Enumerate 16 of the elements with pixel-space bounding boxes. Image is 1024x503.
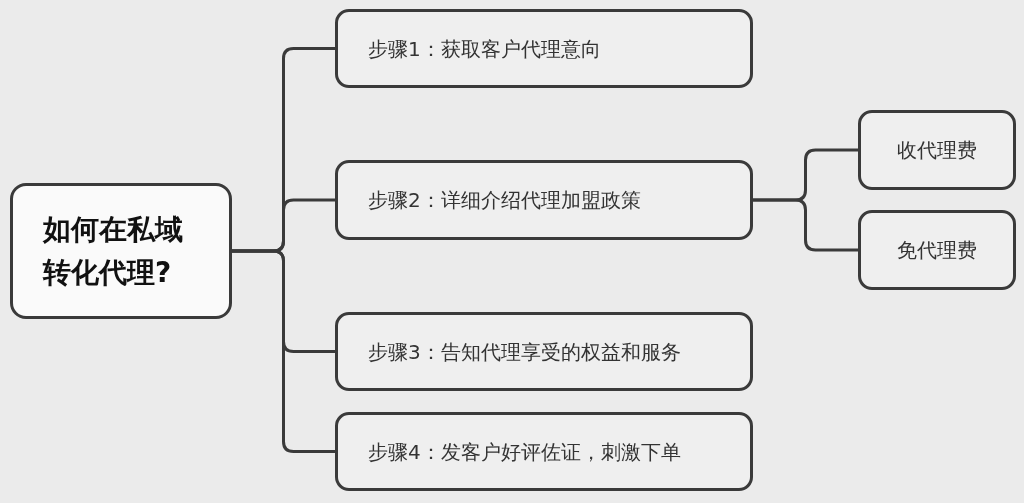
connector-line: [232, 249, 335, 453]
step-label: 免代理费: [897, 238, 977, 262]
step-box: [858, 210, 1016, 290]
step-box: [335, 312, 753, 391]
topic-box: [10, 183, 232, 319]
step-label: 步骤1：获取客户代理意向: [368, 36, 601, 61]
step-box: [335, 160, 753, 240]
topic-title: 如何在私域转化代理?: [43, 211, 184, 291]
step-label: 步骤4：发客户好评佐证，刺激下单: [368, 439, 681, 464]
step-box: [858, 110, 1016, 190]
step-box: [335, 9, 753, 88]
step-box: [335, 412, 753, 491]
step-label: 收代理费: [897, 138, 977, 162]
step-label: 步骤2：详细介绍代理加盟政策: [368, 188, 641, 212]
connector-line: [753, 198, 858, 252]
step-label: 步骤3：告知代理享受的权益和服务: [368, 339, 681, 364]
